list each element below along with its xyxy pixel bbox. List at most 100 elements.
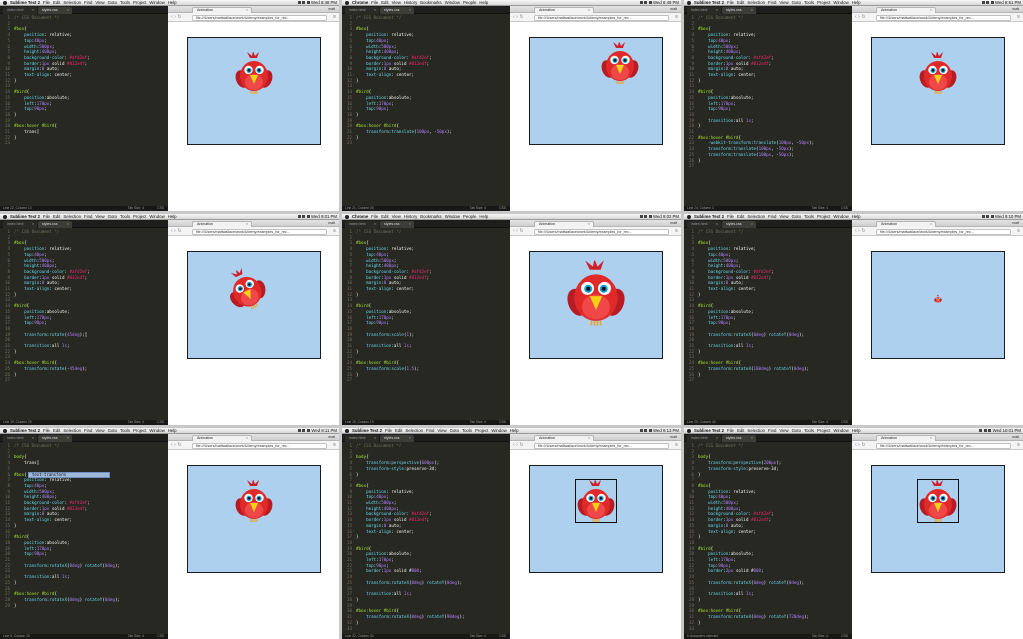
address-bar[interactable]: file:///Users/mattwallace/work/Udemy/exa…: [534, 228, 669, 235]
code-line[interactable]: 7 position: relative;: [0, 477, 168, 483]
code-line[interactable]: 16: [0, 529, 168, 535]
back-arrow-icon[interactable]: ‹: [855, 14, 859, 20]
close-icon[interactable]: ×: [715, 436, 718, 440]
profile-name[interactable]: matt: [1012, 221, 1019, 225]
battery-icon[interactable]: [986, 1, 990, 4]
code-line[interactable]: 7 height:400px;: [684, 263, 852, 269]
code-line[interactable]: 23 -webkit-transform:translate(100px, -5…: [684, 140, 852, 146]
code-line[interactable]: 11 text-align: center;: [0, 72, 168, 78]
code-line[interactable]: 19 transform:rotate(45deg);: [0, 331, 168, 338]
menu-item[interactable]: People: [463, 214, 477, 219]
code-line[interactable]: 13: [684, 83, 852, 89]
menu-item[interactable]: View: [779, 214, 789, 219]
close-icon[interactable]: ×: [929, 8, 932, 12]
menu-item[interactable]: Goto: [107, 214, 117, 219]
menu-item[interactable]: Selection: [747, 428, 766, 433]
code-line[interactable]: 6 width:500px;: [684, 44, 852, 50]
profile-name[interactable]: matt: [1012, 7, 1019, 11]
code-line[interactable]: 14 border:1px solid #012e4f;: [684, 517, 852, 523]
battery-icon[interactable]: [986, 215, 990, 218]
syntax-selector[interactable]: CSS: [499, 634, 506, 638]
code-line[interactable]: 2: [684, 21, 852, 27]
menu-item[interactable]: Window: [833, 428, 849, 433]
apple-logo-icon[interactable]: [687, 0, 691, 5]
code-line[interactable]: 5 top:40px;: [0, 38, 168, 44]
menu-icon[interactable]: ≡: [333, 228, 336, 234]
code-line[interactable]: 8#box{: [684, 483, 852, 489]
browser-tab[interactable]: Animation×: [534, 221, 594, 227]
bird-image[interactable]: [934, 294, 942, 304]
menu-item[interactable]: Window: [149, 214, 165, 219]
code-line[interactable]: 25 transform:rotateX(180deg) rotateY(0de…: [684, 366, 852, 372]
menu-item[interactable]: Edit: [736, 428, 745, 433]
code-line[interactable]: 9 border:1px solid #012e4f;: [342, 61, 510, 67]
code-line[interactable]: 27: [342, 377, 510, 383]
autocomplete-popup[interactable]: text-transform: [28, 471, 110, 478]
code-line[interactable]: 16 text-align: center;: [342, 529, 510, 535]
code-line[interactable]: 7 height:400px;: [0, 263, 168, 269]
close-icon[interactable]: ×: [750, 222, 753, 226]
browser-tab[interactable]: Animation×: [534, 435, 594, 441]
menu-item[interactable]: Selection: [747, 214, 766, 219]
menu-item[interactable]: Find: [768, 428, 777, 433]
menu-item[interactable]: Selection: [747, 0, 766, 5]
code-line[interactable]: 24#box:hover #bird{: [684, 360, 852, 366]
code-line[interactable]: 5 transform-style:preserve-3d;: [342, 466, 510, 472]
menu-item[interactable]: File: [43, 428, 50, 433]
code-line[interactable]: 1/* CSS Document */: [342, 229, 510, 235]
refresh-icon[interactable]: ↻: [519, 442, 526, 448]
battery-icon[interactable]: [302, 215, 306, 218]
syntax-selector[interactable]: CSS: [499, 420, 506, 424]
code-line[interactable]: 5 top:40px;: [684, 38, 852, 44]
search-icon[interactable]: [648, 429, 652, 432]
close-icon[interactable]: ×: [31, 436, 34, 440]
code-line[interactable]: 28}: [684, 597, 852, 603]
menu-item[interactable]: View: [95, 214, 105, 219]
hover-box[interactable]: [187, 37, 321, 145]
menu-item[interactable]: Tools: [119, 0, 131, 5]
close-icon[interactable]: ×: [715, 222, 718, 226]
code-line[interactable]: 16 left:170px;: [0, 101, 168, 107]
menu-item[interactable]: File: [371, 214, 379, 219]
menu-item[interactable]: Help: [509, 428, 519, 433]
profile-name[interactable]: matt: [1012, 435, 1019, 439]
battery-icon[interactable]: [644, 215, 648, 218]
close-icon[interactable]: ×: [587, 436, 590, 440]
forward-arrow-icon[interactable]: ›: [516, 228, 520, 234]
hover-box[interactable]: [187, 251, 321, 359]
code-line[interactable]: 33: [342, 626, 510, 632]
code-line[interactable]: 4 position: relative;: [0, 32, 168, 38]
browser-tab[interactable]: Animation×: [534, 7, 594, 13]
menu-item[interactable]: Goto: [449, 428, 459, 433]
syntax-selector[interactable]: CSS: [841, 634, 848, 638]
code-line[interactable]: 19 transform:rotateX(0deg) rotateY(0deg)…: [684, 332, 852, 338]
code-line[interactable]: 24: [342, 574, 510, 580]
refresh-icon[interactable]: ↻: [861, 14, 868, 20]
code-line[interactable]: 19: [0, 118, 168, 124]
code-line[interactable]: 12}: [684, 78, 852, 84]
close-icon[interactable]: ×: [408, 436, 411, 440]
code-line[interactable]: 22}: [0, 349, 168, 355]
search-icon[interactable]: [306, 1, 310, 4]
menu-item[interactable]: Bookmarks: [420, 214, 442, 219]
menu-item[interactable]: Selection: [405, 428, 424, 433]
wifi-icon[interactable]: [639, 429, 643, 432]
browser-tab[interactable]: Animation×: [192, 435, 252, 441]
code-line[interactable]: 18 position:absolute;: [0, 540, 168, 546]
search-icon[interactable]: [306, 215, 310, 218]
close-icon[interactable]: ×: [66, 8, 69, 12]
code-line[interactable]: 20: [342, 337, 510, 343]
code-line[interactable]: 20}: [684, 123, 852, 129]
menu-item[interactable]: File: [43, 214, 50, 219]
code-line[interactable]: 18}: [0, 112, 168, 118]
menu-app-name[interactable]: Chrome: [352, 214, 369, 219]
search-icon[interactable]: [648, 1, 652, 4]
menu-item[interactable]: Goto: [107, 0, 117, 5]
code-line[interactable]: 14 text-align: center;: [0, 517, 168, 523]
code-line[interactable]: 23: [342, 354, 510, 360]
menu-item[interactable]: Help: [851, 214, 861, 219]
hover-box[interactable]: [187, 465, 321, 573]
code-line[interactable]: 6}: [342, 472, 510, 478]
